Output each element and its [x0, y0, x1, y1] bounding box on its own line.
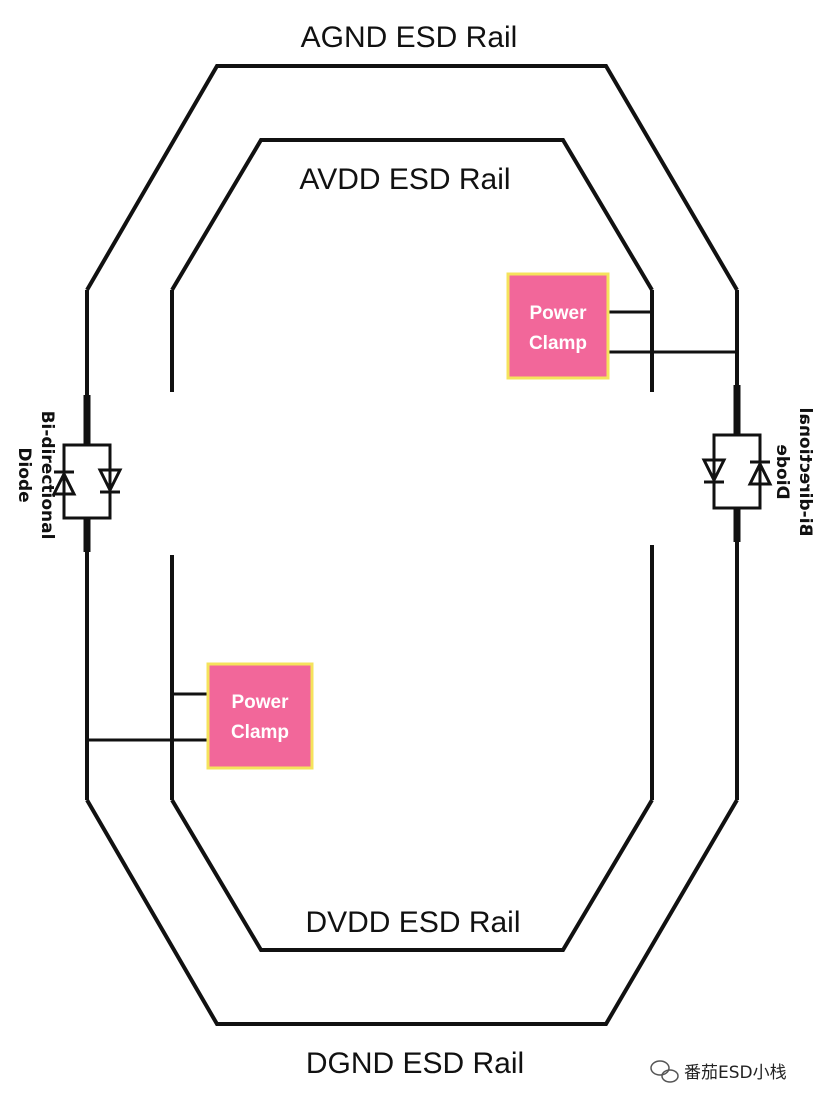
outer-ring: [85, 64, 739, 1026]
diode-right-arrow-down-icon: [701, 458, 727, 484]
clamp-bl-label-line1: Power: [231, 692, 289, 713]
diode-right-arrow-up-icon: [747, 460, 773, 486]
avdd-rail-label: AVDD ESD Rail: [299, 163, 510, 196]
wechat-icon: [650, 1060, 679, 1083]
diode-right-label-line1: Bi-directional: [795, 408, 815, 537]
dvdd-rail-label: DVDD ESD Rail: [305, 906, 520, 939]
power-clamp-bottom-left: Power Clamp: [87, 662, 314, 770]
diode-left-label: Bi-directional Diode: [14, 411, 57, 540]
power-clamp-top-right: Power Clamp: [506, 272, 737, 380]
diode-left-arrow-down-icon: [97, 468, 123, 494]
diode-left-arrow-up-icon: [51, 470, 77, 496]
diode-left-label-line2: Diode: [14, 447, 34, 502]
watermark-text: 番茄ESD小栈: [684, 1063, 787, 1083]
agnd-rail-line: [85, 64, 739, 292]
clamp-bl-label-line2: Clamp: [231, 722, 289, 743]
bidirectional-diode-left: Bi-directional Diode: [14, 395, 123, 552]
dvdd-rail-line: [170, 798, 654, 952]
agnd-rail-label: AGND ESD Rail: [301, 21, 518, 54]
clamp-tr-box: [506, 272, 610, 380]
clamp-tr-label-line2: Clamp: [529, 333, 587, 354]
inner-ring: [170, 138, 654, 952]
clamp-tr-label-line1: Power: [529, 303, 587, 324]
clamp-bl-box: [206, 662, 314, 770]
watermark: 番茄ESD小栈: [650, 1060, 787, 1083]
dgnd-rail-line: [85, 798, 739, 1026]
diode-right-label: Bi-directional Diode: [772, 408, 815, 537]
diode-left-label-line1: Bi-directional: [37, 411, 57, 540]
bidirectional-diode-right: Bi-directional Diode: [701, 385, 815, 542]
avdd-rail-line: [170, 138, 654, 292]
dgnd-rail-label: DGND ESD Rail: [306, 1047, 524, 1080]
diode-right-frame: [712, 433, 762, 510]
diode-left-frame: [62, 443, 112, 520]
diode-right-label-line2: Diode: [772, 444, 792, 499]
